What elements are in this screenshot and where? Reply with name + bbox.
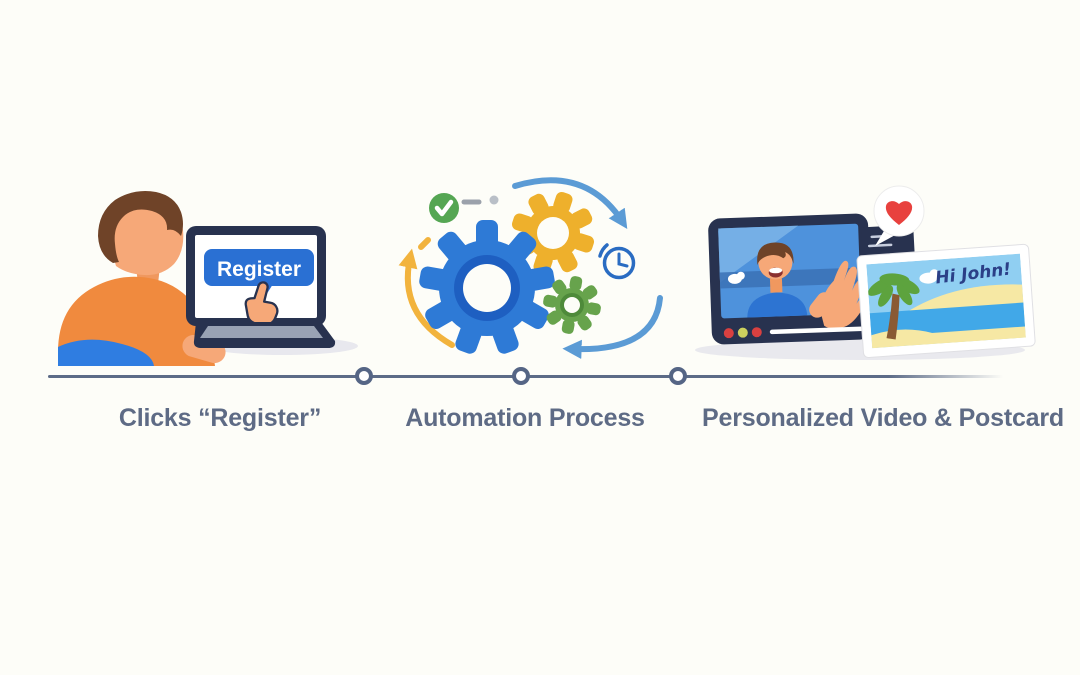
check-icon <box>429 193 459 223</box>
gear-yellow-icon <box>511 191 595 275</box>
gear-blue-icon <box>419 220 555 354</box>
heart-icon <box>885 201 913 225</box>
register-button: Register <box>204 249 314 300</box>
cloud-icon <box>919 269 939 284</box>
timeline-node-3 <box>669 367 687 385</box>
laptop: Register <box>186 226 336 348</box>
progress-bar <box>769 326 865 335</box>
step-label-personalized-video-postcard: Personalized Video & Postcard <box>702 404 1064 432</box>
illustration-clicks-register: Register <box>58 191 358 366</box>
heart-bubble <box>873 185 925 246</box>
step-label-automation-process: Automation Process <box>405 404 645 432</box>
video-controls <box>723 326 865 339</box>
cycle-arrow-left-icon <box>398 248 455 348</box>
illustration-video-postcard: Hi John! <box>695 185 1036 360</box>
cycle-arrow-top-icon <box>512 177 628 230</box>
cloud-icon <box>727 271 745 284</box>
video-player <box>708 213 872 345</box>
postcard: Hi John! <box>856 243 1036 358</box>
timeline-node-2 <box>512 367 530 385</box>
waving-man <box>747 242 866 330</box>
palm-tree-icon <box>867 273 920 340</box>
clock-icon <box>598 243 636 280</box>
step-label-clicks-register: Clicks “Register” <box>118 404 322 432</box>
chair <box>58 339 154 366</box>
cycle-arrow-bottom-icon <box>562 295 663 359</box>
person-figure <box>58 191 226 366</box>
keyboard <box>200 326 323 338</box>
timeline-node-1 <box>355 367 373 385</box>
illustration-automation <box>398 177 663 359</box>
svg-text:Register: Register <box>217 258 301 281</box>
hair <box>98 191 183 263</box>
gear-green-icon <box>543 276 601 334</box>
progress-dot <box>489 195 499 205</box>
